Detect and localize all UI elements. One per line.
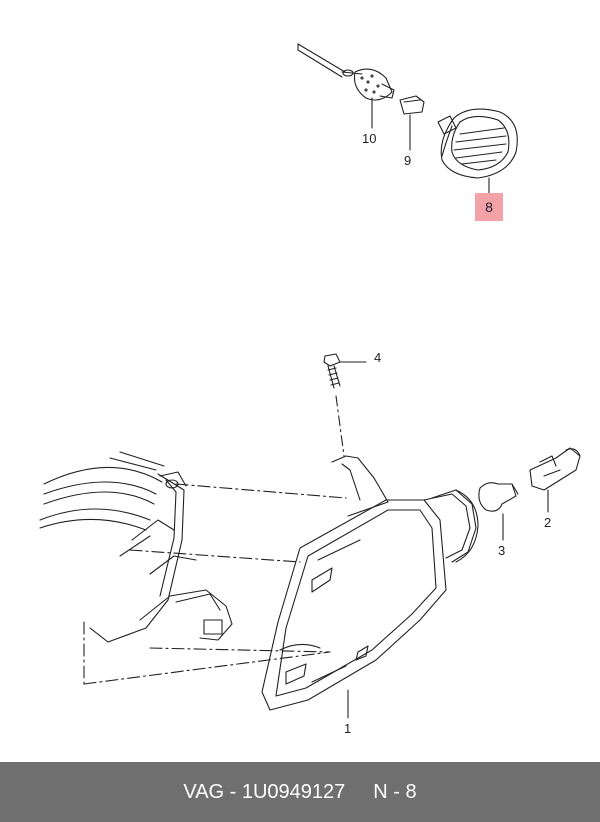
wedge-bulb-9	[400, 96, 424, 114]
callout-10: 10	[362, 131, 377, 146]
part-footer: VAG - 1U0949127 N - 8	[0, 762, 600, 822]
bulb-holder-2	[530, 448, 580, 490]
callout-3: 3	[498, 543, 506, 558]
part-number-label: VAG - 1U0949127	[183, 780, 346, 803]
bulb-socket-10	[354, 69, 394, 100]
parts-diagram	[0, 0, 600, 762]
bulb-3	[479, 483, 518, 511]
turn-signal-lamp-1	[262, 456, 478, 710]
side-marker-lamp-8	[438, 109, 517, 178]
body-panel	[40, 452, 232, 642]
diagram-position-label: N - 8	[373, 780, 417, 803]
assembly-line-screw	[336, 396, 344, 456]
callout-1: 1	[344, 721, 352, 736]
callout-2: 2	[544, 515, 552, 530]
callout-8: 8	[485, 199, 493, 215]
assembly-lines-housing	[84, 484, 346, 684]
side-marker-cable	[298, 44, 362, 77]
callout-8-highlight[interactable]: 8	[475, 193, 503, 221]
callout-4: 4	[374, 350, 382, 365]
screw-4	[324, 354, 366, 388]
callout-9: 9	[404, 153, 412, 168]
